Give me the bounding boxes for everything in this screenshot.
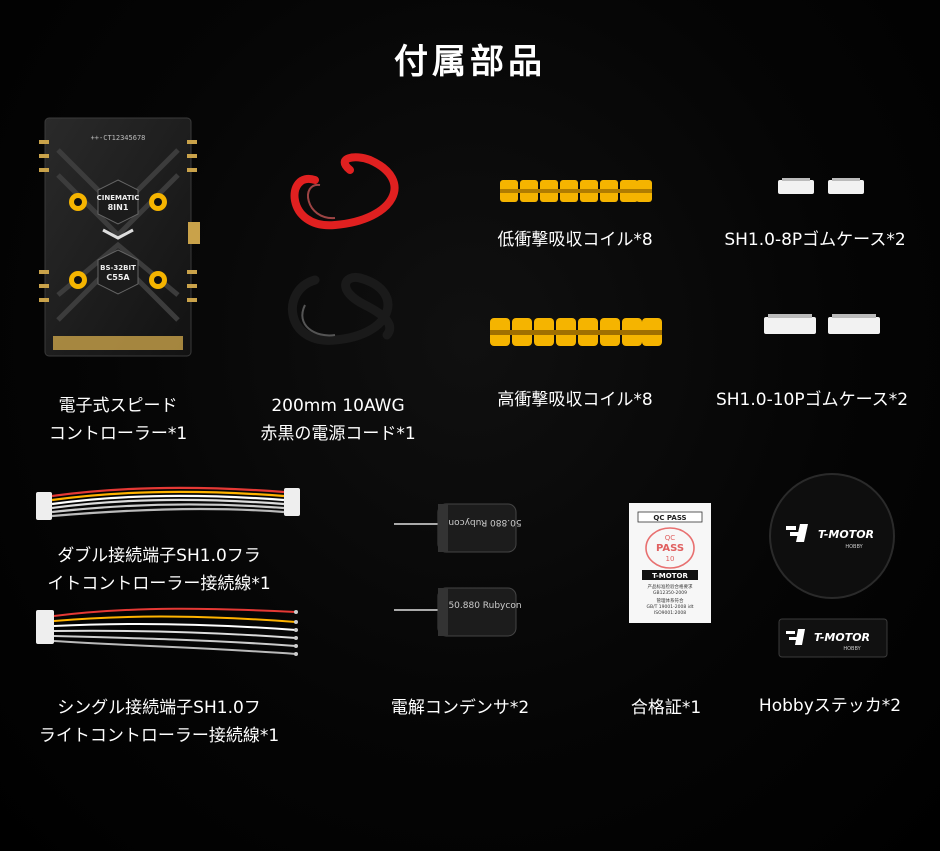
label-single-fc-cable: シングル接続端子SH1.0フ ライトコントローラー接続線*1 [38, 698, 280, 746]
esc-serial: ++-CT12345678 [91, 134, 146, 142]
qc-card-image: QC PASS QC PASS 10 T-MOTOR 产品标准检验合格要求 GB… [628, 502, 712, 624]
double-fc-cable-image [34, 480, 304, 530]
label-sh8p-cases: SH1.0-8Pゴムケース*2 [724, 230, 906, 250]
sh10p-cases-image [762, 312, 882, 338]
rect-sticker-brand: T-MOTOR [814, 631, 870, 644]
esc-chip-line2: C55A [106, 273, 130, 282]
qc-stamp-line2: PASS [656, 543, 684, 554]
round-sticker-brand: T-MOTOR [818, 528, 874, 541]
esc-image: ++-CT12345678 CINEMATIC 8IN1 BS-32BIT C5… [33, 110, 203, 360]
svg-text:ISO9001:2008: ISO9001:2008 [654, 610, 686, 616]
esc-chip-line1: BS-32BIT [100, 264, 136, 272]
single-fc-cable-image [34, 600, 304, 660]
svg-text:GB/T 19001-2008 idt: GB/T 19001-2008 idt [647, 604, 694, 610]
label-double-fc-cable: ダブル接続端子SH1.0フラ イトコントローラー接続線*1 [47, 546, 271, 594]
hobby-sticker-rect-image: T-MOTOR HOBBY [778, 618, 888, 658]
label-qc-card: 合格証*1 [630, 698, 702, 718]
svg-text:产品标准检验合格要求: 产品标准检验合格要求 [648, 583, 693, 590]
qc-stamp-line3: 10 [666, 555, 675, 563]
label-power-cable: 200mm 10AWG 赤黒の電源コード*1 [260, 396, 416, 444]
sh8p-cases-image [776, 176, 868, 198]
qc-brand: T-MOTOR [652, 572, 688, 580]
label-capacitors: 電解コンデンサ*2 [390, 698, 530, 718]
svg-text:GB12350-2009: GB12350-2009 [653, 590, 687, 596]
svg-text:管理体系符合: 管理体系符合 [657, 597, 684, 604]
qc-stamp-line1: QC [665, 534, 676, 542]
capacitors-image: 50.880 Rubycon 50.880 Rubycon [390, 496, 525, 656]
page-title: 付属部品 [394, 42, 546, 82]
label-esc: 電子式スピード コントローラー*1 [48, 396, 188, 444]
rect-sticker-sub: HOBBY [843, 646, 861, 652]
label-sh10p-cases: SH1.0-10Pゴムケース*2 [715, 390, 909, 410]
capacitor-print-1: 50.880 Rubycon [448, 517, 521, 527]
round-sticker-sub: HOBBY [845, 544, 863, 550]
qc-card-header: QC PASS [653, 514, 686, 522]
low-damping-coils-image [496, 178, 656, 204]
capacitor-print-2: 50.880 Rubycon [448, 601, 521, 611]
esc-logo-line1: CINEMATIC [97, 194, 140, 202]
label-hobby-stickers: Hobbyステッカ*2 [758, 696, 902, 716]
power-cable-image [275, 140, 415, 360]
label-high-damping-coils: 高衝撃吸収コイル*8 [497, 390, 653, 410]
esc-logo-line2: 8IN1 [108, 203, 129, 212]
high-damping-coils-image [488, 316, 664, 348]
label-low-damping-coils: 低衝撃吸収コイル*8 [497, 230, 653, 250]
hobby-sticker-round-image: T-MOTOR HOBBY [768, 472, 896, 600]
